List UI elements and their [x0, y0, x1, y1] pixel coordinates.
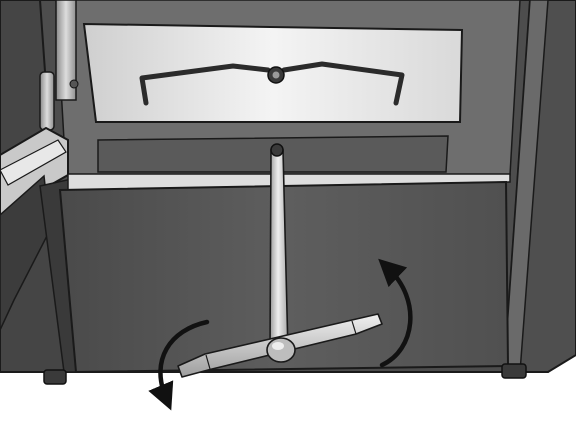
tool-tip [271, 144, 283, 156]
upper-cavity [56, 0, 520, 175]
tool-hub [267, 338, 295, 362]
